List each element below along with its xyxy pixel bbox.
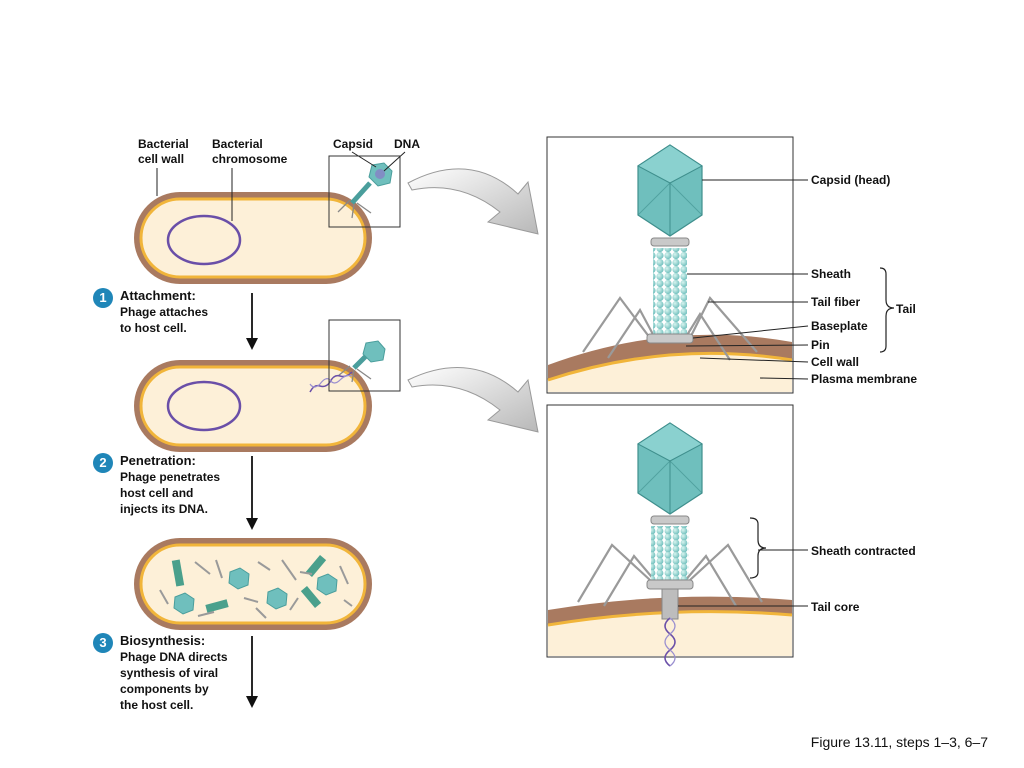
flow-arrow-2 (246, 456, 258, 530)
step-3-description: Phage DNA directs synthesis of viral com… (120, 650, 228, 712)
tail-fiber-icon (582, 296, 758, 361)
label-dna: DNA (394, 137, 420, 151)
label-capsid-head: Capsid (head) (811, 173, 891, 187)
label-bacterial-cell-wall: Bacterial cell wall (138, 137, 189, 166)
zoom-arrow-2 (407, 367, 539, 433)
tail-fiber-icon (577, 543, 763, 607)
phage-small-injecting-icon (309, 340, 386, 393)
cell-biosynthesis (134, 538, 372, 630)
step-3-badge: 3 (93, 633, 113, 653)
tail-core-icon (661, 588, 679, 620)
chromosome-icon (166, 214, 242, 266)
figure-caption: Figure 13.11, steps 1–3, 6–7 (810, 734, 988, 750)
label-tail-core: Tail core (811, 600, 860, 614)
step-2-description: Phage penetrates host cell and injects i… (120, 470, 221, 516)
flow-arrow-3 (246, 636, 258, 708)
sheath-icon (653, 248, 687, 334)
cell-attachment (134, 151, 406, 284)
label-plasma-membrane: Plasma membrane (811, 372, 918, 386)
label-capsid: Capsid (333, 137, 374, 151)
phage-contracted-panel (546, 404, 808, 667)
label-tail: Tail (896, 302, 916, 316)
label-pin: Pin (811, 338, 830, 352)
cell-penetration (134, 319, 401, 452)
step-3-title: Biosynthesis: (120, 633, 206, 648)
label-bacterial-chromosome: Bacterial chromosome (212, 137, 288, 166)
label-tail-fiber: Tail fiber (811, 295, 861, 309)
chromosome-icon (166, 380, 242, 432)
step-2-badge: 2 (93, 453, 113, 473)
step-1: Attachment: Phage attaches to host cell. (120, 288, 208, 336)
tail-brace (879, 267, 895, 353)
step-1-title: Attachment: (120, 288, 196, 303)
flow-arrow-1 (246, 293, 258, 350)
dna-icon (664, 617, 676, 667)
step-1-badge: 1 (93, 288, 113, 308)
sheath-contracted-brace (749, 517, 767, 579)
step-2-title: Penetration: (120, 453, 196, 468)
label-sheath: Sheath (811, 267, 852, 281)
capsid-head-icon (637, 144, 703, 237)
label-cell-wall: Cell wall (811, 355, 860, 369)
zoom-arrow-1 (407, 168, 539, 235)
step-3: Biosynthesis: Phage DNA directs synthesi… (120, 633, 228, 713)
baseplate-icon (646, 333, 694, 344)
capsid-head-icon (637, 422, 703, 515)
label-baseplate: Baseplate (811, 319, 868, 333)
label-sheath-contracted: Sheath contracted (811, 544, 916, 558)
phage-detail-panel (546, 136, 895, 394)
sheath-contracted-icon (651, 526, 689, 580)
step-1-description: Phage attaches to host cell. (120, 305, 209, 335)
step-2: Penetration: Phage penetrates host cell … (120, 453, 220, 517)
